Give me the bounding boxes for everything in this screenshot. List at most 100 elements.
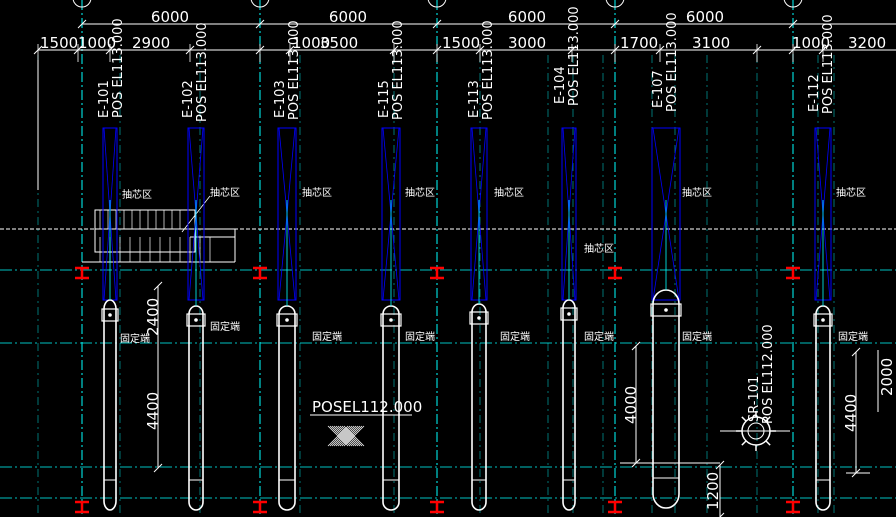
exchanger-shell-6 [562, 299, 576, 511]
column-markers [75, 266, 800, 514]
exchanger-5 [469, 127, 489, 511]
pull-zone-label-1: 抽芯区 [122, 188, 152, 201]
exchanger-3 [276, 127, 298, 511]
top-dim-2: 6000 [329, 8, 367, 26]
column-marker-bottom-1 [75, 500, 89, 514]
exchanger-elev-2: POS EL113.000 [195, 22, 210, 122]
exchanger-tag-1: E-101 [97, 80, 112, 118]
fixed-end-label-5: 固定端 [500, 330, 530, 343]
exchanger-shell-2 [188, 305, 204, 511]
vdim-2000: 2000 [878, 358, 896, 396]
staircase [82, 195, 236, 263]
sub-dim-1: 1500 [40, 34, 78, 52]
exchanger-nozzle-4 [389, 318, 393, 322]
exchanger-nozzle-6 [567, 312, 571, 316]
exchanger-flange-5 [469, 311, 489, 325]
sub-dim-9: 3100 [692, 34, 730, 52]
sub-dim-7: 3000 [508, 34, 546, 52]
sr-spoke-135 [741, 440, 747, 446]
pull-zone-label-5: 抽芯区 [494, 186, 524, 199]
top-dim-4: 6000 [686, 8, 724, 26]
fixed-end-label-7: 固定端 [682, 330, 712, 343]
exchanger-tag-8: E-112 [807, 74, 822, 112]
exchanger-nozzle-1 [108, 313, 112, 317]
exchanger-elev-5: POS EL113.000 [481, 20, 496, 120]
sub-dim-2: 1000 [78, 34, 116, 52]
exchanger-shell-3 [278, 305, 296, 511]
sub-dim-3: 2900 [132, 34, 170, 52]
pull-zone-label-8: 抽芯区 [836, 186, 866, 199]
exchanger-flange-1 [101, 308, 119, 322]
top-tick-3 [432, 19, 442, 29]
column-marker-top-1 [75, 266, 89, 280]
exchanger-nozzle-2 [194, 318, 198, 322]
hatch-b-9 [343, 425, 365, 447]
exchanger-flange-2 [186, 313, 206, 327]
exchanger-tag-3: E-103 [273, 80, 288, 118]
exchanger-flange-7 [650, 303, 682, 317]
vdim-4400-right: 4400 [842, 394, 860, 432]
pull-zone-label-7: 抽芯区 [682, 186, 712, 199]
pull-zone-box-7 [651, 127, 681, 301]
sr-spoke-315 [765, 416, 771, 422]
column-marker-bottom-3 [430, 500, 444, 514]
pull-zone-label-6: 抽芯区 [584, 242, 614, 255]
pull-zone-label-3: 抽芯区 [302, 186, 332, 199]
axis-bubble-4 [605, 0, 625, 8]
exchanger-flange-4 [380, 313, 402, 327]
sub-dim-6: 1500 [442, 34, 480, 52]
axis-bubble-3 [427, 0, 447, 8]
sub-dim-8: 1700 [620, 34, 658, 52]
vdim-4000: 4000 [622, 386, 640, 424]
hatch-b-2 [329, 425, 351, 447]
hatch-b-7 [339, 425, 361, 447]
column-marker-top-5 [786, 266, 800, 280]
pos-elevation-label: POSEL112.000 [312, 398, 422, 416]
top-tick-1 [77, 19, 87, 29]
vdim-tick-a-2 [631, 341, 641, 351]
vdim-tick-b-1 [153, 463, 163, 473]
vdim-4400-left: 4400 [144, 392, 162, 430]
exchanger-2 [186, 127, 206, 511]
exchanger-7 [650, 127, 682, 509]
vdim-2400: 2400 [144, 298, 162, 336]
elevation-hatch-symbol [327, 425, 365, 447]
hatch-b-4 [333, 425, 355, 447]
axis-bubble-5 [783, 0, 803, 8]
exchanger-nozzle-5 [477, 316, 481, 320]
pull-zone-label-4: 抽芯区 [405, 186, 435, 199]
exchanger-shell-7 [652, 289, 680, 509]
column-marker-top-2 [253, 266, 267, 280]
top-dim-1: 6000 [151, 8, 189, 26]
column-marker-bottom-4 [608, 500, 622, 514]
exchanger-flange-6 [560, 307, 578, 321]
fixed-end-label-6: 固定端 [584, 330, 614, 343]
exchanger-4 [380, 127, 402, 511]
vdim-tick-a-1 [153, 281, 163, 291]
sr-tag: SR-101 [747, 376, 762, 422]
column-marker-bottom-5 [786, 500, 800, 514]
fixed-end-label-3: 固定端 [312, 330, 342, 343]
sub-dim-5: 3500 [320, 34, 358, 52]
column-marker-top-3 [430, 266, 444, 280]
column-marker-top-4 [608, 266, 622, 280]
exchanger-elev-3: POS EL113.000 [287, 20, 302, 120]
exchanger-flange-3 [276, 313, 298, 327]
axis-bubble-2 [250, 0, 270, 8]
sr-spoke-45 [765, 440, 771, 446]
exchanger-6 [560, 127, 578, 511]
exchanger-nozzle-8 [821, 318, 825, 322]
exchanger-shell-5 [471, 303, 487, 511]
vdim-tick-a-3 [851, 347, 861, 357]
exchanger-tag-7: E-107 [651, 70, 666, 108]
fixed-end-label-1: 固定端 [120, 332, 150, 345]
hatch-b-1 [327, 425, 349, 447]
sub-dim-4: 1000 [292, 34, 330, 52]
exchanger-tag-4: E-115 [377, 80, 392, 118]
exchanger-elev-8: POS EL113.000 [821, 14, 836, 114]
vdim-tick-b-4 [719, 512, 725, 517]
exchanger-8 [813, 127, 833, 511]
exchanger-elev-7: POS EL113.000 [665, 12, 680, 112]
exchanger-shell-1 [103, 299, 117, 511]
